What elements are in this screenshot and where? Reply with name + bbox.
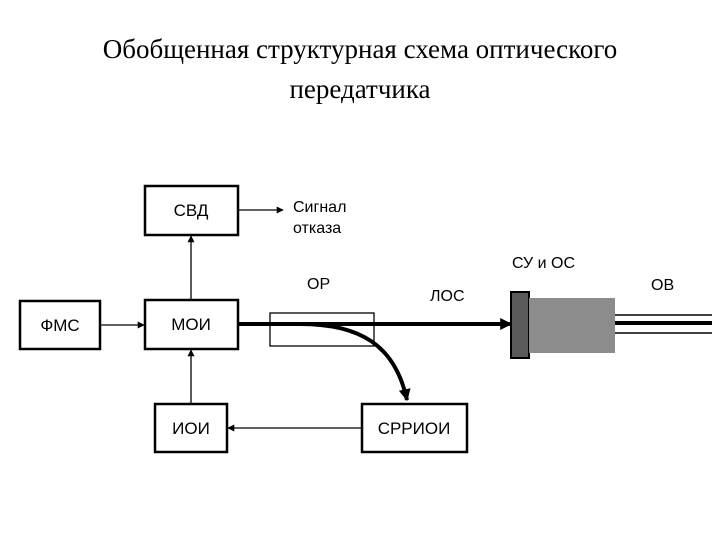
srrioi-block: СРРИОИ: [360, 402, 469, 454]
connector-flange: [510, 291, 530, 359]
op-label: ОР: [307, 276, 330, 293]
svd-label: СВД: [174, 201, 209, 220]
slide-title-line-1: Обобщенная структурная схема оптического: [102, 34, 618, 64]
ov-label: ОВ: [651, 277, 674, 294]
ioi-block: ИОИ: [153, 402, 229, 454]
slide-title-line-2: передатчика: [289, 74, 431, 104]
connector-su-os: [510, 291, 615, 359]
signal-fail-label-line-1: Сигнал: [293, 199, 346, 216]
fiber-tap-curve: [299, 322, 411, 402]
los-label: ЛОС: [430, 288, 465, 305]
srrioi-label: СРРИОИ: [378, 419, 451, 438]
splitter-box: [269, 312, 375, 347]
su-os-label: СУ и ОС: [512, 255, 575, 272]
moi-block: МОИ: [143, 298, 240, 351]
output-fiber: [615, 314, 712, 334]
fms-label: ФМС: [40, 316, 79, 335]
connector-body: [529, 298, 615, 353]
svd-block: СВД: [143, 184, 240, 237]
signal-fail-label-line-2: отказа: [293, 220, 341, 237]
ioi-label: ИОИ: [172, 419, 210, 438]
moi-label: МОИ: [171, 315, 211, 334]
fms-block: ФМС: [18, 299, 102, 351]
